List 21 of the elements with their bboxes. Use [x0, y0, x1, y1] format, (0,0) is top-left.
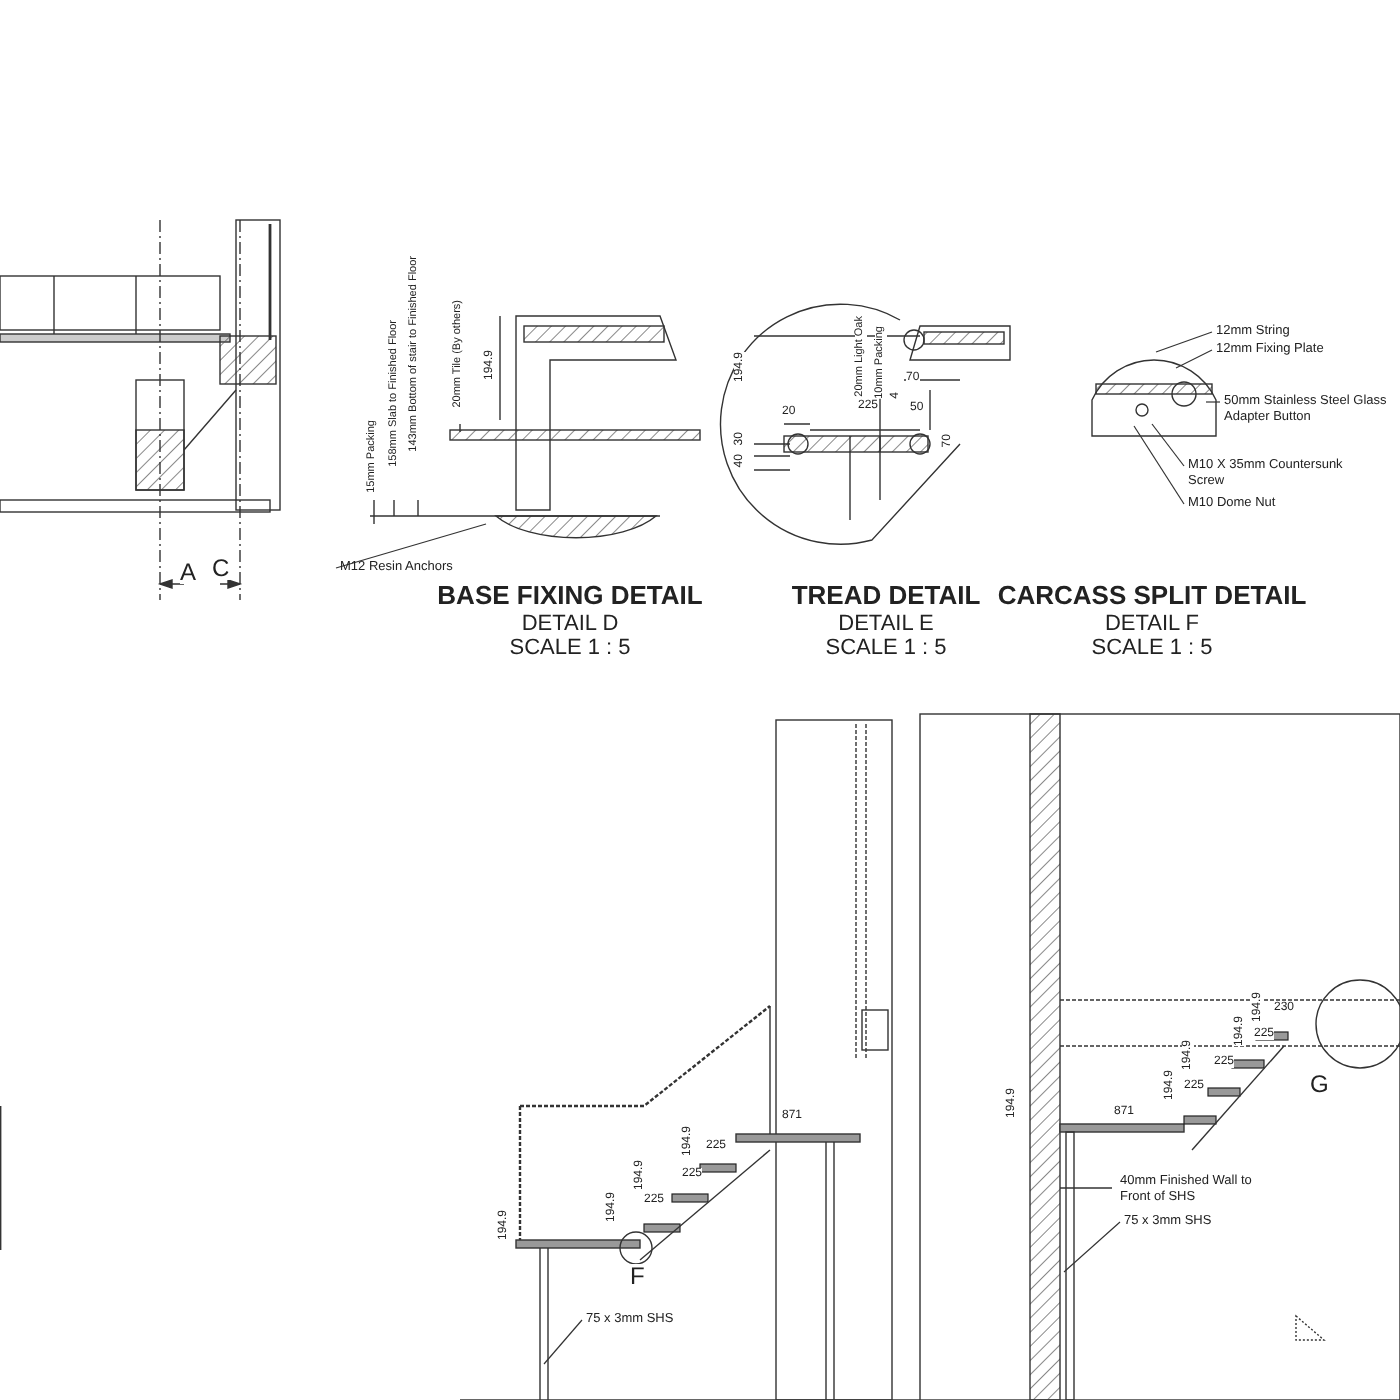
leader-line	[543, 1319, 583, 1365]
section-marker: C	[212, 556, 230, 580]
detail-title: TREAD DETAIL	[791, 582, 981, 608]
detail-title: BASE FIXING DETAIL	[437, 582, 703, 608]
leader-line	[335, 523, 487, 569]
leader-line	[1175, 349, 1213, 369]
detail-label: SCALE 1 : 5	[1091, 638, 1213, 660]
detail-label: SCALE 1 : 5	[825, 638, 947, 660]
leader-line	[1063, 1221, 1121, 1273]
detail-label: DETAIL F	[1104, 614, 1200, 636]
section-marker: A	[180, 560, 197, 584]
leader-line	[1155, 331, 1213, 353]
detail-title: CARCASS SPLIT DETAIL	[997, 582, 1307, 608]
detail-label: DETAIL D	[521, 614, 619, 636]
section-marker: G	[1310, 1072, 1329, 1096]
detail-label: SCALE 1 : 5	[509, 638, 631, 660]
leader-line	[1205, 401, 1221, 403]
detail-label: DETAIL E	[838, 614, 934, 636]
section-marker: F	[630, 1264, 645, 1288]
leader-line	[1151, 423, 1185, 467]
leader-line	[1133, 425, 1185, 505]
